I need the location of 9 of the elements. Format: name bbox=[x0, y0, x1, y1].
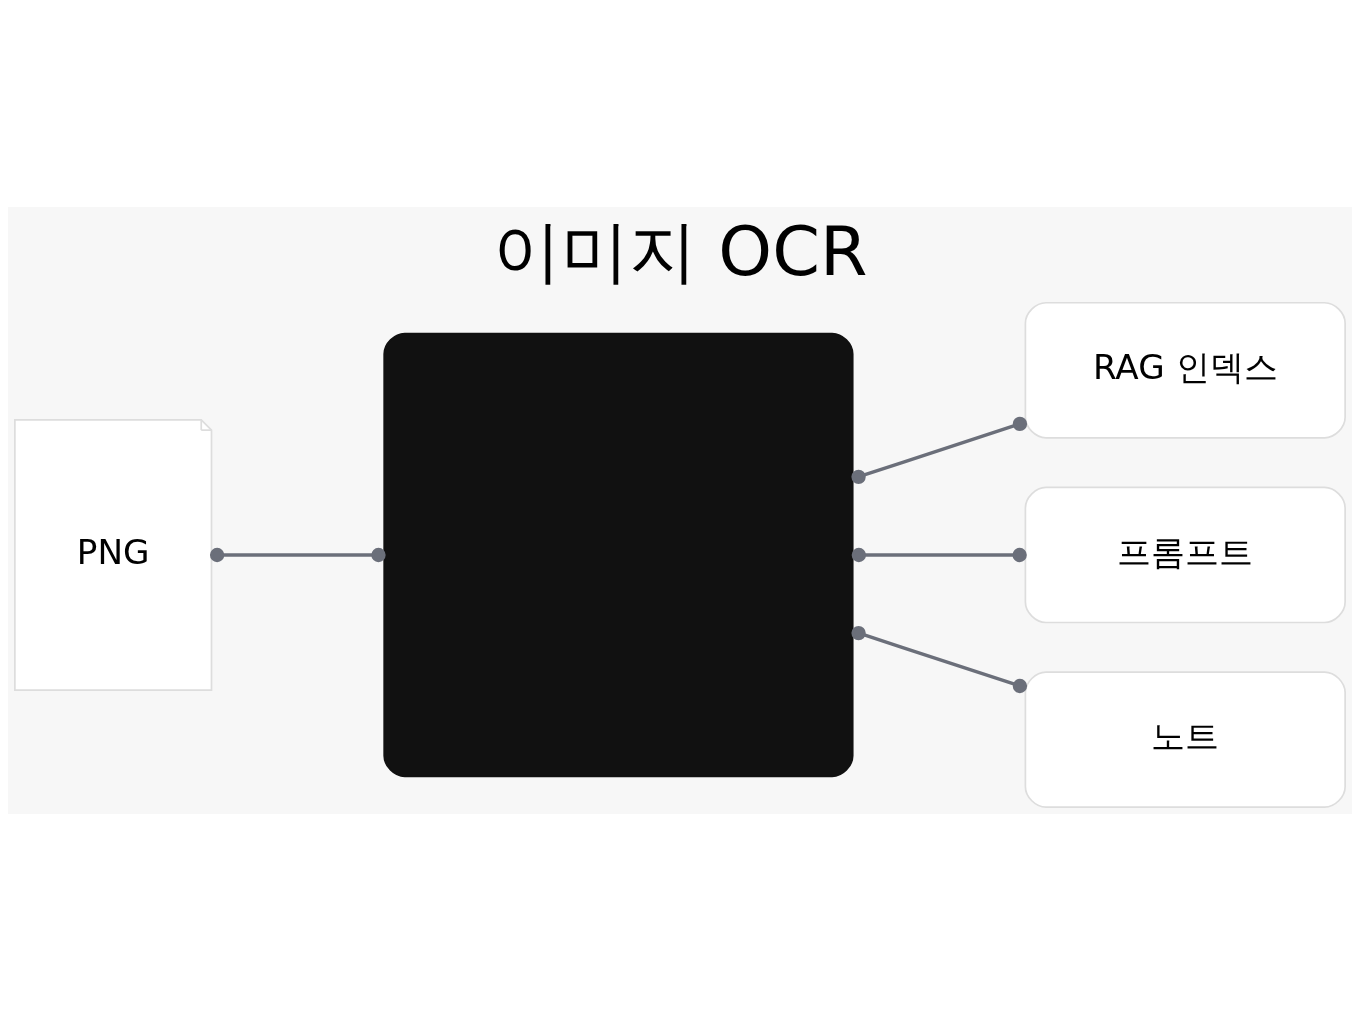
connector bbox=[209, 547, 386, 562]
node-box: 노트 bbox=[1024, 670, 1346, 808]
connector bbox=[851, 416, 1028, 484]
connector bbox=[851, 547, 1027, 562]
connector bbox=[851, 625, 1028, 693]
node-box: RAG 인덱스 bbox=[1024, 301, 1346, 439]
node-box bbox=[383, 332, 854, 777]
diagram-title: 이미지 OCR bbox=[492, 211, 868, 291]
node-box: 프롬프트 bbox=[1024, 486, 1346, 623]
